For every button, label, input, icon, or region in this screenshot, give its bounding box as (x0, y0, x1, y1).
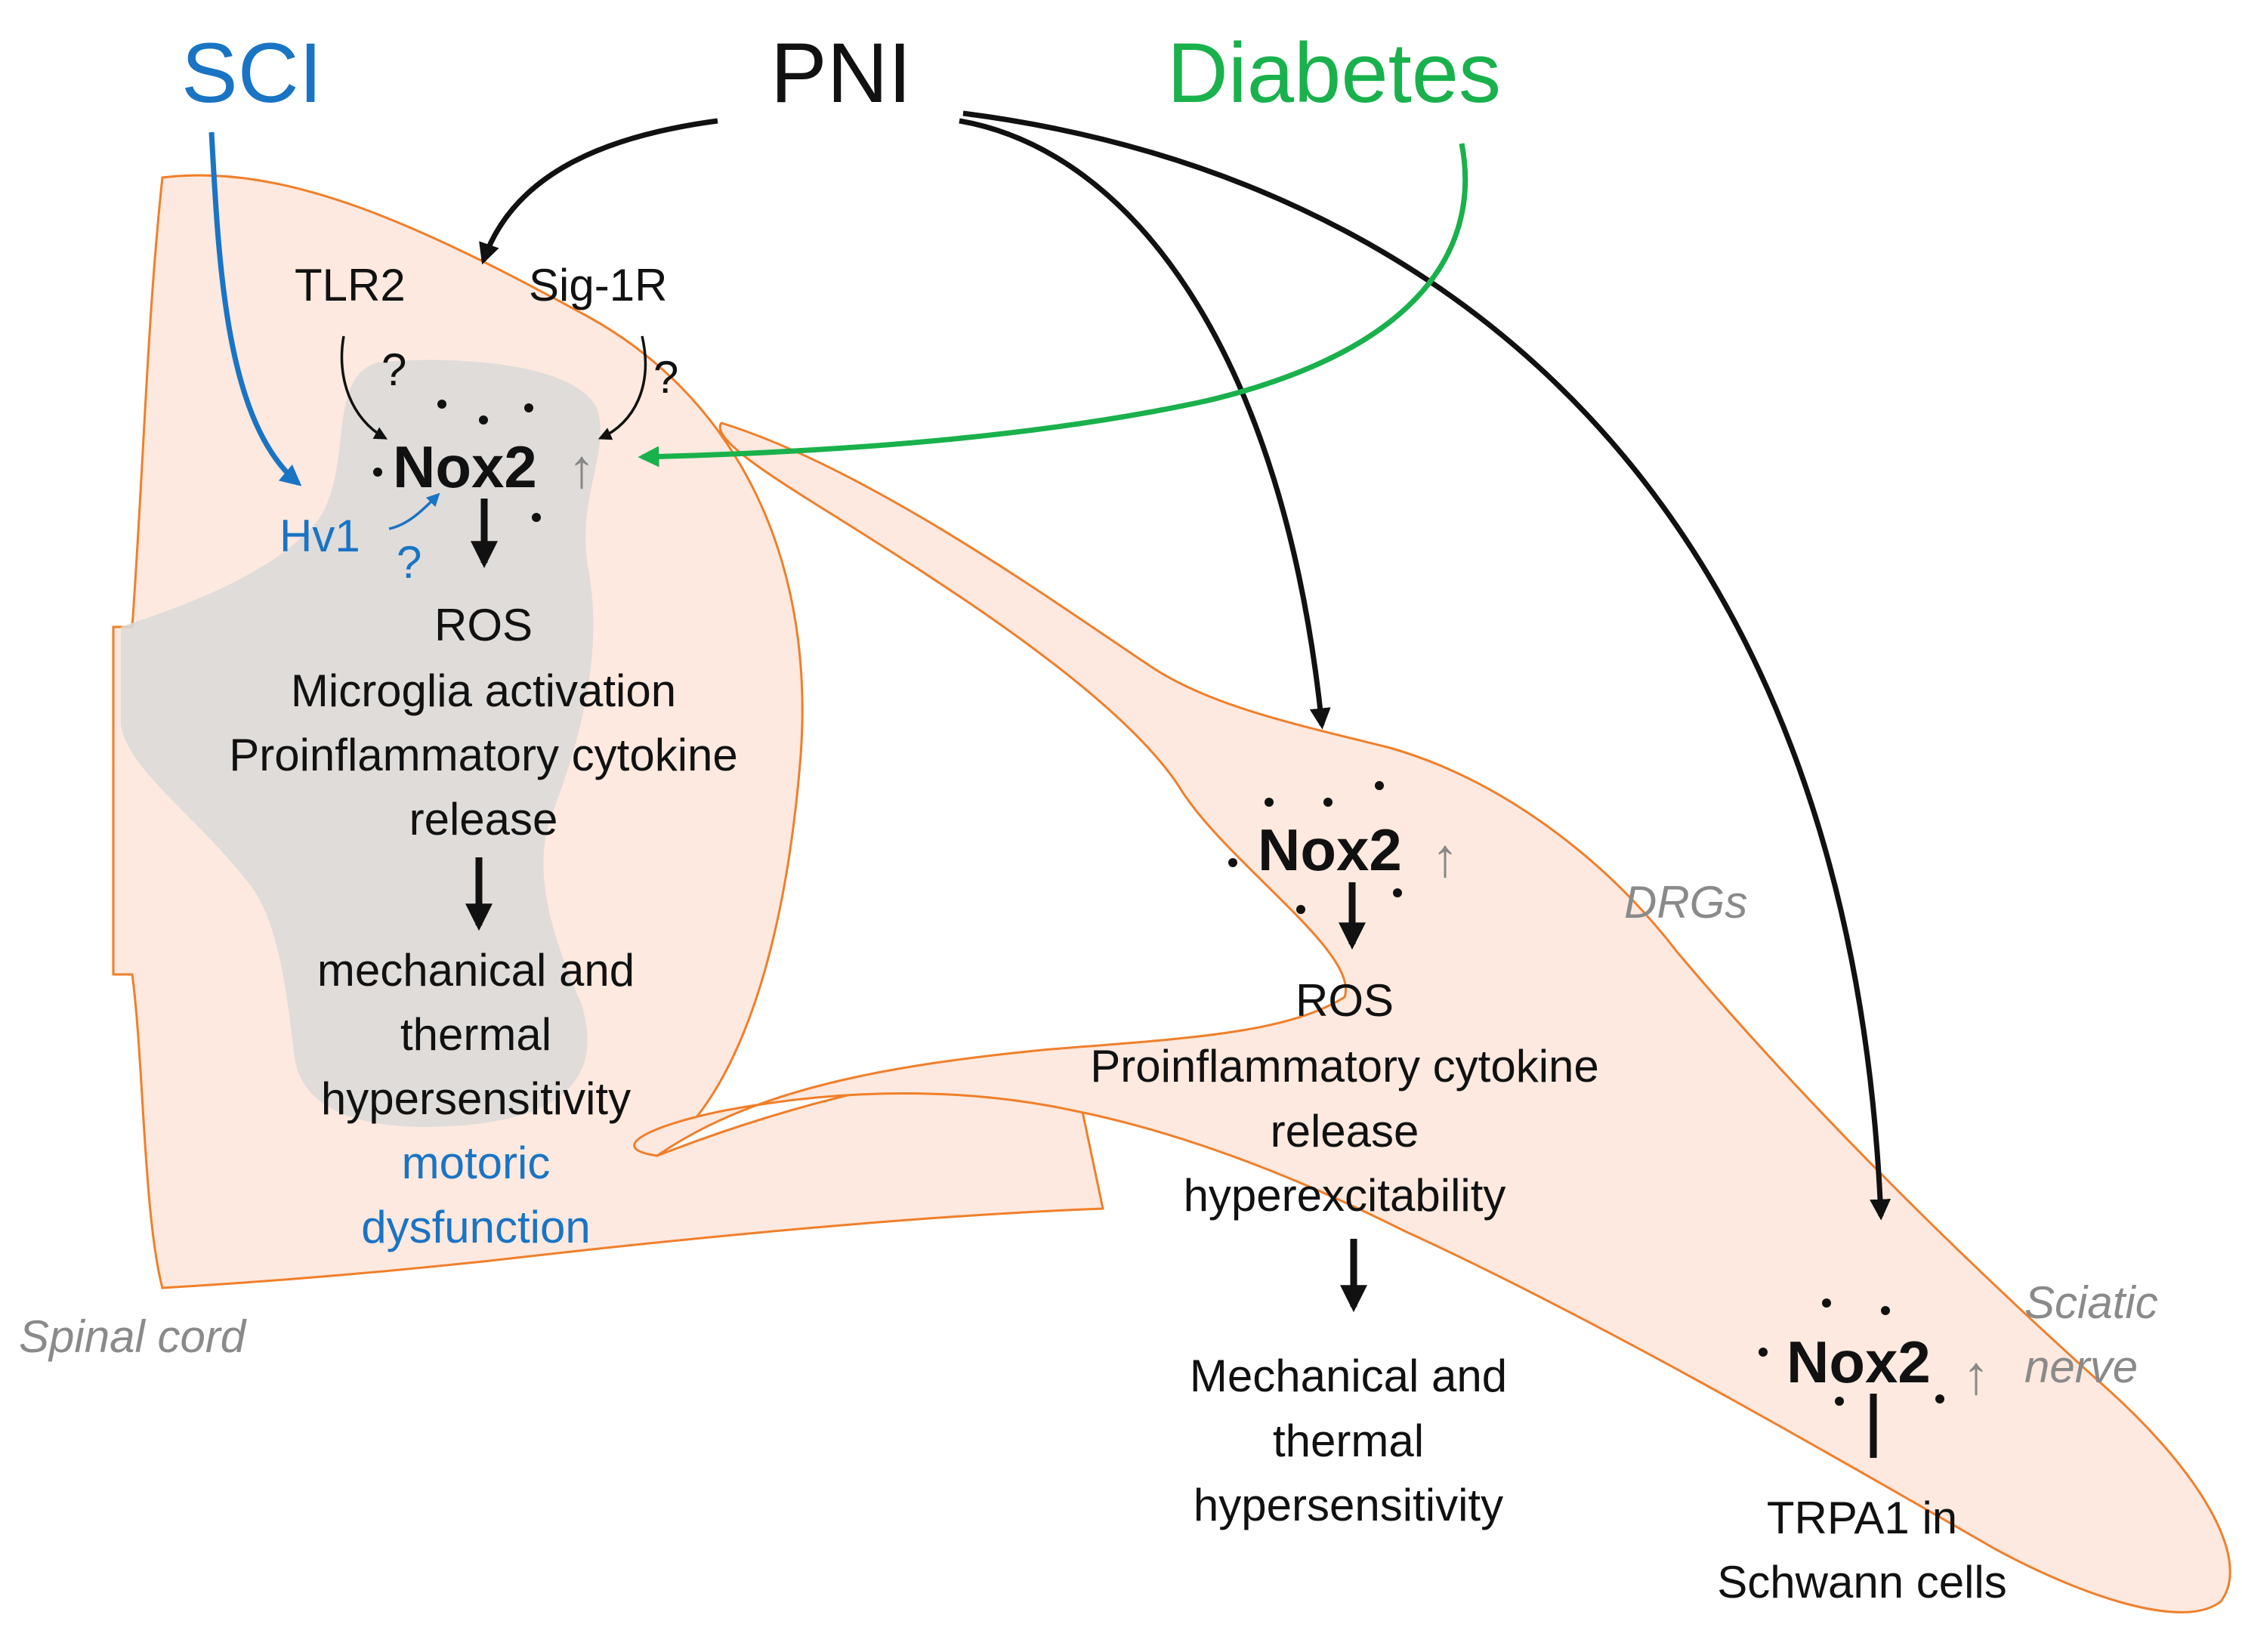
ros-dot (1393, 888, 1402, 897)
ros-dot (373, 468, 382, 477)
sci-label: SCI (181, 26, 323, 120)
spinal-outcome-line: hypersensitivity (321, 1073, 631, 1124)
pni-to-sciatic-arrow (962, 110, 1891, 1221)
ros-dot (1228, 858, 1237, 867)
ros-dot (1296, 905, 1305, 914)
tlr2-question: ? (381, 344, 406, 395)
drg-nox2-label: Nox2 (1258, 817, 1402, 883)
spinal-cord-label: Spinal cord (19, 1311, 247, 1362)
sciatic-outcome-line: Schwann cells (1717, 1557, 2007, 1607)
sci-arrow (208, 131, 302, 486)
spinal-up-arrow: ↑ (568, 439, 595, 499)
sig1r-question: ? (653, 352, 678, 403)
spinal-outcome-line: thermal (400, 1009, 551, 1060)
drg-effect-line: release (1271, 1106, 1419, 1156)
tlr2-label: TLR2 (295, 260, 406, 310)
sig1r-label: Sig-1R (529, 260, 667, 310)
sciatic-outcome-line: TRPA1 in (1767, 1493, 1957, 1543)
sciatic-nerve-label: nerve (2024, 1342, 2138, 1392)
drg-effect-line: ROS (1295, 975, 1394, 1026)
sig1r-arrow (598, 335, 647, 440)
drg-effect-line: hyperexcitability (1184, 1170, 1506, 1221)
ros-dot (1265, 798, 1274, 807)
spinal-effect-line: Proinflammatory cytokine (229, 730, 738, 780)
drg-nerve-shape (633, 421, 2231, 1613)
motor-line: dysfunction (361, 1202, 591, 1252)
diabetes-label: Diabetes (1167, 26, 1501, 120)
drg-outcome-line: Mechanical and (1190, 1351, 1507, 1401)
ros-dot (1323, 798, 1333, 807)
ros-dot (1759, 1348, 1768, 1357)
hv1-arrow (388, 493, 440, 530)
motor-line: motoric (402, 1138, 551, 1188)
ros-dot (437, 400, 446, 409)
ros-dot (1935, 1394, 1944, 1403)
drgs-label: DRGs (1624, 877, 1747, 928)
drg-effect-line: Proinflammatory cytokine (1090, 1041, 1599, 1092)
spinal-effect-line: Microglia activation (291, 665, 676, 716)
sciatic-up-arrow: ↑ (1963, 1345, 1990, 1406)
pni-label: PNI (770, 26, 912, 120)
spinal-outcome-line: mechanical and (317, 945, 635, 996)
ros-dot (532, 513, 541, 522)
diabetes-arrow (638, 143, 1468, 468)
ros-dot (1835, 1397, 1844, 1406)
hv1-question: ? (397, 537, 422, 588)
sciatic-nerve-label: Sciatic (2024, 1277, 2158, 1328)
spinal-effect-line: release (409, 794, 558, 845)
tlr2-arrow (340, 335, 388, 440)
pni-to-spinal-arrow (479, 118, 718, 265)
hv1-label: Hv1 (279, 511, 360, 561)
drg-up-arrow: ↑ (1431, 828, 1459, 888)
sciatic-nox2-label: Nox2 (1786, 1329, 1931, 1395)
ros-dot (1375, 781, 1384, 790)
pni-to-drg-arrow (959, 118, 1331, 730)
drg-outcome-line: hypersensitivity (1194, 1480, 1503, 1530)
ros-dot (479, 415, 488, 425)
ros-dot (1881, 1306, 1890, 1315)
ros-dot (524, 403, 533, 412)
ros-dot (1822, 1298, 1831, 1308)
drg-outcome-line: thermal (1273, 1416, 1424, 1466)
spinal-effect-line: ROS (434, 600, 533, 650)
spinal-nox2-label: Nox2 (393, 434, 537, 500)
